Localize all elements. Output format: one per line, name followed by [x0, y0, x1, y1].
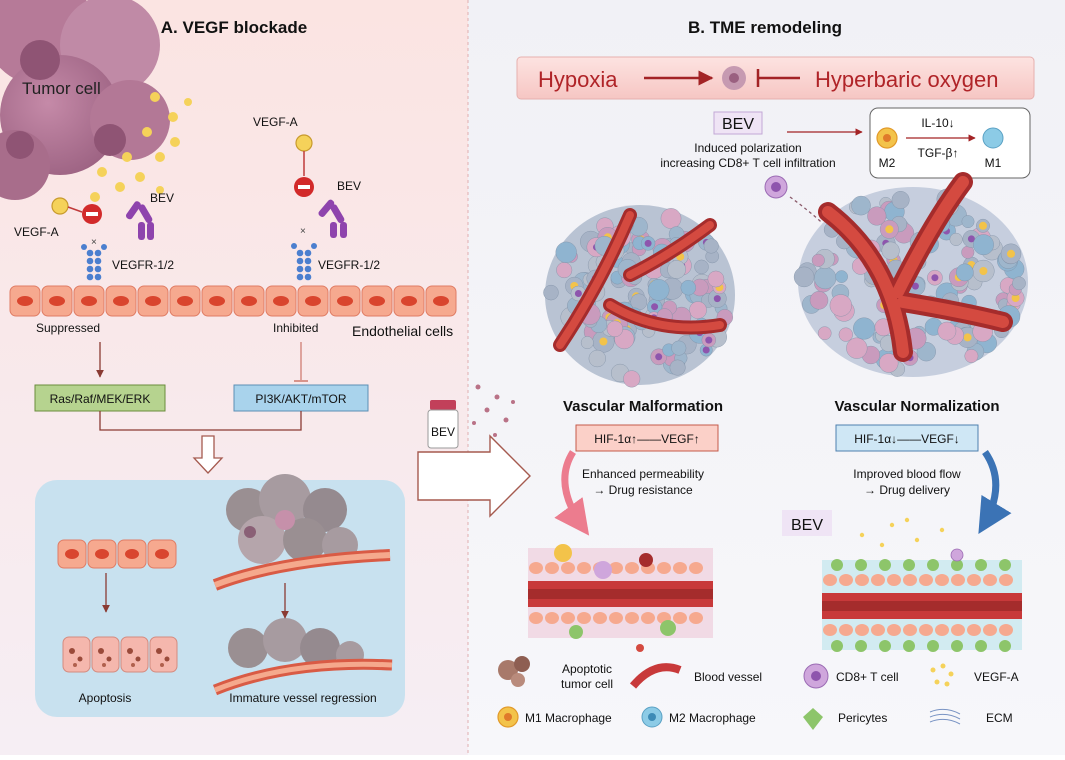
vegfa-ligand-top [295, 134, 313, 152]
receptor-label-right: VEGFR-1/2 [318, 258, 380, 272]
hyperbaric-label: Hyperbaric oxygen [815, 67, 998, 92]
immature-vessel-illustration [212, 474, 393, 696]
malformation-curved-arrow [554, 450, 590, 536]
normalization-title: Vascular Normalization [834, 398, 999, 415]
malformation-title: Vascular Malformation [563, 398, 723, 415]
legend-blood-vessel-icon [629, 663, 682, 689]
bloodflow-line2: → Drug delivery [864, 483, 950, 497]
vegfa-ligand-left [51, 197, 69, 215]
normalized-vessel-section [822, 517, 1022, 652]
bev-label-left: BEV [150, 191, 174, 205]
receptor-group-right: × [291, 134, 347, 281]
healthy-endothelium-illustration [57, 539, 177, 569]
m2-label: M2 [879, 156, 896, 170]
legend-apoptotic-icon [498, 656, 530, 687]
il10-label: IL-10↓ [921, 116, 954, 130]
inhibited-label: Inhibited [273, 321, 318, 335]
hollow-right-arrow [417, 434, 531, 518]
permeability-line2: → Drug resistance [593, 483, 693, 497]
legend-apoptotic-line2: tumor cell [561, 677, 613, 691]
legend-pericytes: Pericytes [838, 711, 887, 725]
macrophage-polarization-box [869, 107, 1031, 179]
hif-down-label: HIF-1α↓——VEGF↓ [854, 432, 960, 446]
hypoxia-label: Hypoxia [538, 67, 618, 92]
bloodflow-line1: Improved blood flow [853, 467, 961, 481]
legend-blood-vessel: Blood vessel [694, 670, 762, 684]
pathway-bracket [99, 411, 302, 431]
tumor-cell-cluster [0, 0, 170, 200]
bev-vial-icon [427, 400, 459, 449]
bev-vial-label: BEV [431, 425, 455, 439]
bev-particles [472, 384, 515, 437]
legend-vegfa: VEGF-A [974, 670, 1019, 684]
legend-cd8: CD8+ T cell [836, 670, 899, 684]
apoptosis-label: Apoptosis [79, 691, 132, 705]
bev-tag-label: BEV [722, 116, 754, 133]
legend-apoptotic-line1: Apoptotic [562, 662, 612, 676]
polarization-line2: increasing CD8+ T cell infiltration [660, 156, 835, 170]
endothelial-cell-row [9, 285, 457, 317]
hif-up-label: HIF-1α↑——VEGF↑ [594, 432, 700, 446]
hif-down-box [835, 424, 979, 452]
bev-tag-2 [782, 510, 832, 536]
pathway-label-pi3k: PI3K/AKT/mTOR [255, 392, 346, 406]
bev-antibody-right [318, 199, 347, 238]
panel-a-title: A. VEGF blockade [161, 18, 307, 37]
outcome-box [35, 480, 405, 717]
bev-tag-2-label: BEV [791, 517, 823, 534]
m1-icon [982, 127, 1004, 149]
polarization-line1: Induced polarization [694, 141, 801, 155]
receptor-label-left: VEGFR-1/2 [112, 258, 174, 272]
legend-m1: M1 Macrophage [525, 711, 612, 725]
svg-text:×: × [300, 226, 306, 237]
regression-label: Immature vessel regression [229, 691, 376, 705]
panel-b-title: B. TME remodeling [688, 18, 842, 37]
legend-pericyte-icon [803, 708, 823, 730]
suppressed-label: Suppressed [36, 321, 100, 335]
tgfb-label: TGF-β↑ [918, 146, 959, 160]
hollow-down-arrow [192, 435, 224, 474]
apoptotic-endothelium-illustration [62, 636, 178, 673]
endothelial-cells-label: Endothelial cells [352, 323, 453, 339]
receptor-group-left: × [51, 197, 154, 281]
normalization-curved-arrow [978, 450, 1012, 534]
permeability-line1: Enhanced permeability [582, 467, 704, 481]
svg-text:×: × [91, 237, 97, 248]
malformation-tumor-mass [543, 205, 735, 388]
bev-antibody-left [125, 201, 154, 240]
legend: Apoptotic tumor cell Blood vessel CD8+ T… [497, 656, 1019, 730]
hif-up-box [575, 424, 719, 452]
legend-ecm-icon [929, 708, 961, 725]
legend-vegfa-icon [930, 663, 954, 687]
normalization-tumor-mass [793, 172, 1028, 377]
vegf-dots-a [90, 92, 192, 202]
legend-m2: M2 Macrophage [669, 711, 756, 725]
m1-label: M1 [985, 156, 1002, 170]
malformed-vessel-section [528, 544, 713, 652]
legend-ecm: ECM [986, 711, 1013, 725]
pathway-label-ras: Ras/Raf/MEK/ERK [50, 392, 151, 406]
vegfa-label-top: VEGF-A [253, 115, 298, 129]
bev-label-right: BEV [337, 179, 361, 193]
vegfa-label-left: VEGF-A [14, 225, 59, 239]
tumor-cell-label: Tumor cell [22, 79, 101, 98]
bev-tag [713, 111, 763, 135]
